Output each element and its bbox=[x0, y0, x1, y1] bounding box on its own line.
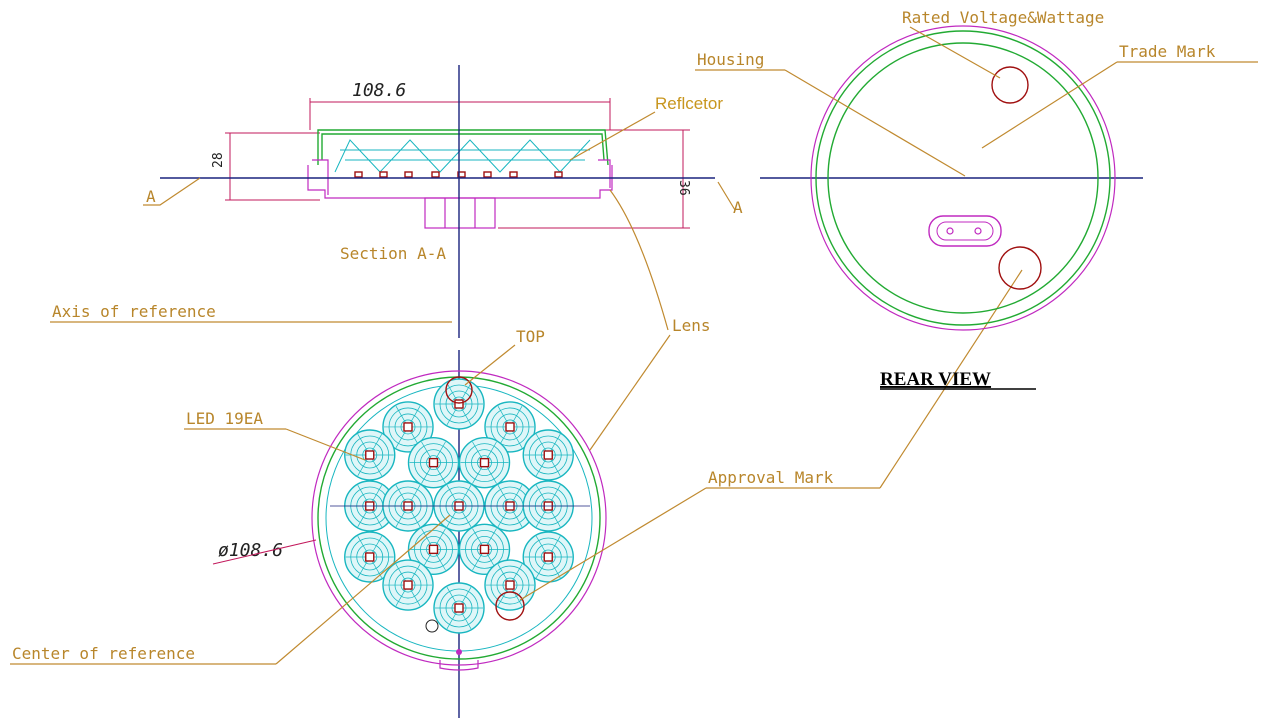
led-chip bbox=[428, 457, 439, 468]
rear-lens-ring bbox=[815, 30, 1111, 326]
led-chip bbox=[428, 544, 439, 555]
width-dimension: 108.6 bbox=[309, 80, 611, 130]
led-chip bbox=[454, 603, 464, 613]
lens-inner-section bbox=[321, 133, 605, 161]
voltage-mark-circle bbox=[991, 66, 1029, 104]
voltage-label: Rated Voltage&Wattage bbox=[902, 8, 1104, 27]
rear-view: Rated Voltage&Wattage Trade Mark Housing… bbox=[695, 8, 1258, 390]
cut-marker-right-leader bbox=[717, 181, 736, 211]
cut-marker-right: A bbox=[733, 198, 743, 217]
approval-leader-front bbox=[519, 487, 707, 601]
housing-leader bbox=[784, 69, 966, 177]
height-dim-right-text: 36 bbox=[676, 180, 691, 196]
diameter-leader bbox=[212, 539, 317, 565]
lens-section bbox=[317, 129, 609, 166]
top-marker-circle bbox=[445, 376, 473, 404]
approval-mark-circle bbox=[495, 591, 525, 621]
approval-label: Approval Mark bbox=[708, 468, 834, 487]
vent-hole bbox=[425, 619, 439, 633]
housing-label: Housing bbox=[697, 50, 764, 69]
center-mark bbox=[456, 649, 462, 655]
lens-leader-section bbox=[609, 189, 669, 331]
led-chip bbox=[479, 457, 490, 468]
reflector-section bbox=[334, 139, 591, 173]
lens-label: Lens bbox=[672, 316, 711, 335]
section-view: 108.6 28 36 bbox=[143, 80, 743, 263]
led-chip bbox=[403, 422, 413, 432]
housing-section bbox=[307, 159, 613, 229]
center-label: Center of reference bbox=[12, 644, 195, 663]
led-chips-section bbox=[354, 171, 563, 178]
approval-leader-rear bbox=[879, 269, 1023, 489]
trademark-leader bbox=[981, 61, 1118, 149]
led-label: LED 19EA bbox=[186, 409, 263, 428]
axis-label: Axis of reference bbox=[52, 302, 216, 321]
led-chip bbox=[403, 580, 413, 590]
led-chip bbox=[365, 450, 375, 460]
housing-tab bbox=[439, 660, 479, 671]
section-title: Section A-A bbox=[340, 244, 446, 263]
reflector-leader bbox=[569, 111, 656, 161]
voltage-leader bbox=[909, 26, 1001, 79]
right-height-dimension: 36 bbox=[498, 129, 691, 229]
rear-housing-outer bbox=[810, 25, 1116, 331]
width-dim-text: 108.6 bbox=[352, 80, 406, 101]
led-chip bbox=[543, 450, 553, 460]
led-chip bbox=[505, 422, 515, 432]
top-leader bbox=[464, 344, 516, 386]
cut-marker-left-leader bbox=[143, 177, 201, 206]
led-leader bbox=[285, 428, 366, 461]
led-chip bbox=[454, 399, 464, 409]
trademark-label: Trade Mark bbox=[1119, 42, 1216, 61]
housing-outline bbox=[311, 370, 607, 666]
rear-view-title: REAR VIEW bbox=[880, 369, 991, 390]
connector bbox=[928, 215, 1002, 247]
height-dim-left-text: 28 bbox=[211, 152, 226, 168]
rear-inner-ring bbox=[827, 42, 1099, 314]
lens-leader-front bbox=[589, 334, 671, 451]
left-height-dimension: 28 bbox=[211, 132, 320, 201]
led-chip bbox=[479, 544, 490, 555]
front-view: TOP LED 19EA Lens ø108.6 Center of refer… bbox=[10, 189, 711, 671]
cut-marker-left: A bbox=[146, 187, 156, 206]
top-label: TOP bbox=[516, 327, 545, 346]
diameter-label: ø108.6 bbox=[218, 540, 283, 561]
center-leader bbox=[275, 514, 451, 665]
led-chip bbox=[543, 552, 553, 562]
led-chip bbox=[365, 552, 375, 562]
reflector-label: Reflcetor bbox=[655, 94, 723, 113]
led-chip bbox=[505, 580, 515, 590]
approval-mark-rear-circle bbox=[998, 246, 1042, 290]
